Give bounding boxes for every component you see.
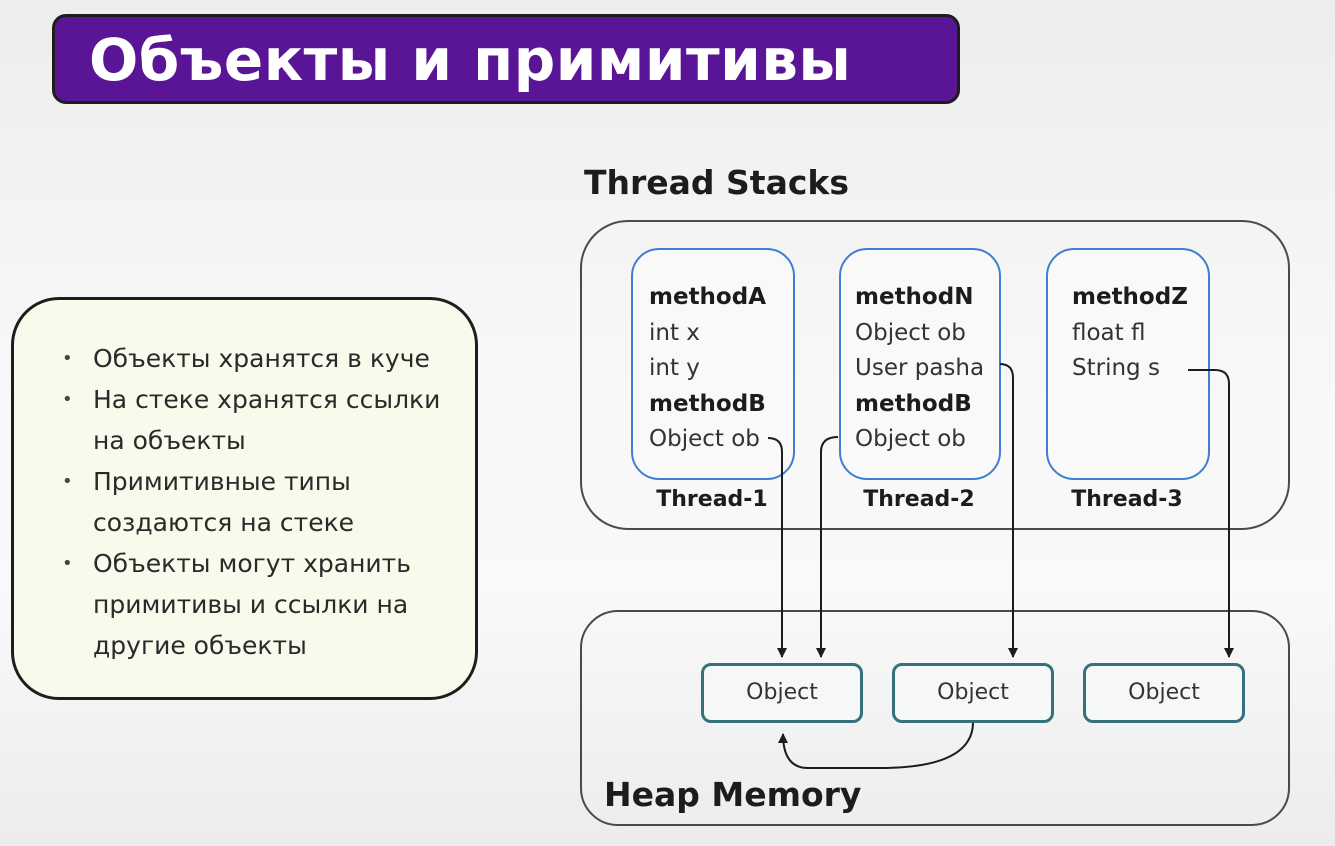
heap-memory-panel xyxy=(580,610,1290,826)
thread-2-stack: methodN Object ob User pasha methodB Obj… xyxy=(839,248,1001,480)
variable-string-s: String s xyxy=(1072,355,1160,381)
title-banner: Объекты и примитивы xyxy=(52,14,960,104)
variable-user-pasha: User pasha xyxy=(855,355,985,381)
thread-stacks-label: Thread Stacks xyxy=(584,163,849,202)
notes-item: • Объекты могут хранить примитивы и ссыл… xyxy=(58,543,458,666)
variable-float-fl: float fl xyxy=(1072,319,1146,346)
heap-object-3: Object xyxy=(1083,663,1245,723)
notes-list: • Объекты хранятся в куче • На стеке хра… xyxy=(58,338,458,666)
thread-1-label: Thread-1 xyxy=(656,487,768,512)
method-n-frame: methodN xyxy=(855,284,974,310)
method-b-frame: methodB xyxy=(649,390,766,417)
thread-3-stack: methodZ float fl String s xyxy=(1046,248,1210,480)
notes-item: • Примитивные типы создаются на стеке xyxy=(58,461,458,543)
thread-3-label: Thread-3 xyxy=(1071,487,1183,512)
bullet-dot-icon: • xyxy=(62,553,73,574)
notes-panel: • Объекты хранятся в куче • На стеке хра… xyxy=(11,297,478,700)
heap-memory-label: Heap Memory xyxy=(604,775,862,814)
thread-2-label: Thread-2 xyxy=(863,487,975,512)
variable-int-x: int x xyxy=(649,319,700,346)
thread-stacks-panel xyxy=(580,220,1290,530)
page-title: Объекты и примитивы xyxy=(89,26,852,94)
method-b-frame: methodB xyxy=(855,390,972,417)
notes-item-text: Объекты могут хранить примитивы и ссылки… xyxy=(93,549,411,660)
notes-item-text: На стеке хранятся ссылки на объекты xyxy=(93,385,441,455)
bullet-dot-icon: • xyxy=(62,471,73,492)
bullet-dot-icon: • xyxy=(62,389,73,410)
heap-object-2: Object xyxy=(892,663,1054,723)
notes-item: • На стеке хранятся ссылки на объекты xyxy=(58,379,458,461)
variable-object-ob: Object ob xyxy=(855,319,966,346)
method-a-frame: methodA xyxy=(649,284,766,310)
notes-item: • Объекты хранятся в куче xyxy=(58,338,458,379)
variable-int-y: int y xyxy=(649,355,700,381)
method-z-frame: methodZ xyxy=(1072,284,1188,310)
heap-object-1: Object xyxy=(701,663,863,723)
variable-object-ob: Object ob xyxy=(649,426,760,452)
notes-item-text: Объекты хранятся в куче xyxy=(93,344,430,373)
variable-object-ob: Object ob xyxy=(855,426,966,452)
thread-1-stack: methodA int x int y methodB Object ob xyxy=(631,248,795,480)
notes-item-text: Примитивные типы создаются на стеке xyxy=(93,467,355,537)
bullet-dot-icon: • xyxy=(62,348,73,369)
